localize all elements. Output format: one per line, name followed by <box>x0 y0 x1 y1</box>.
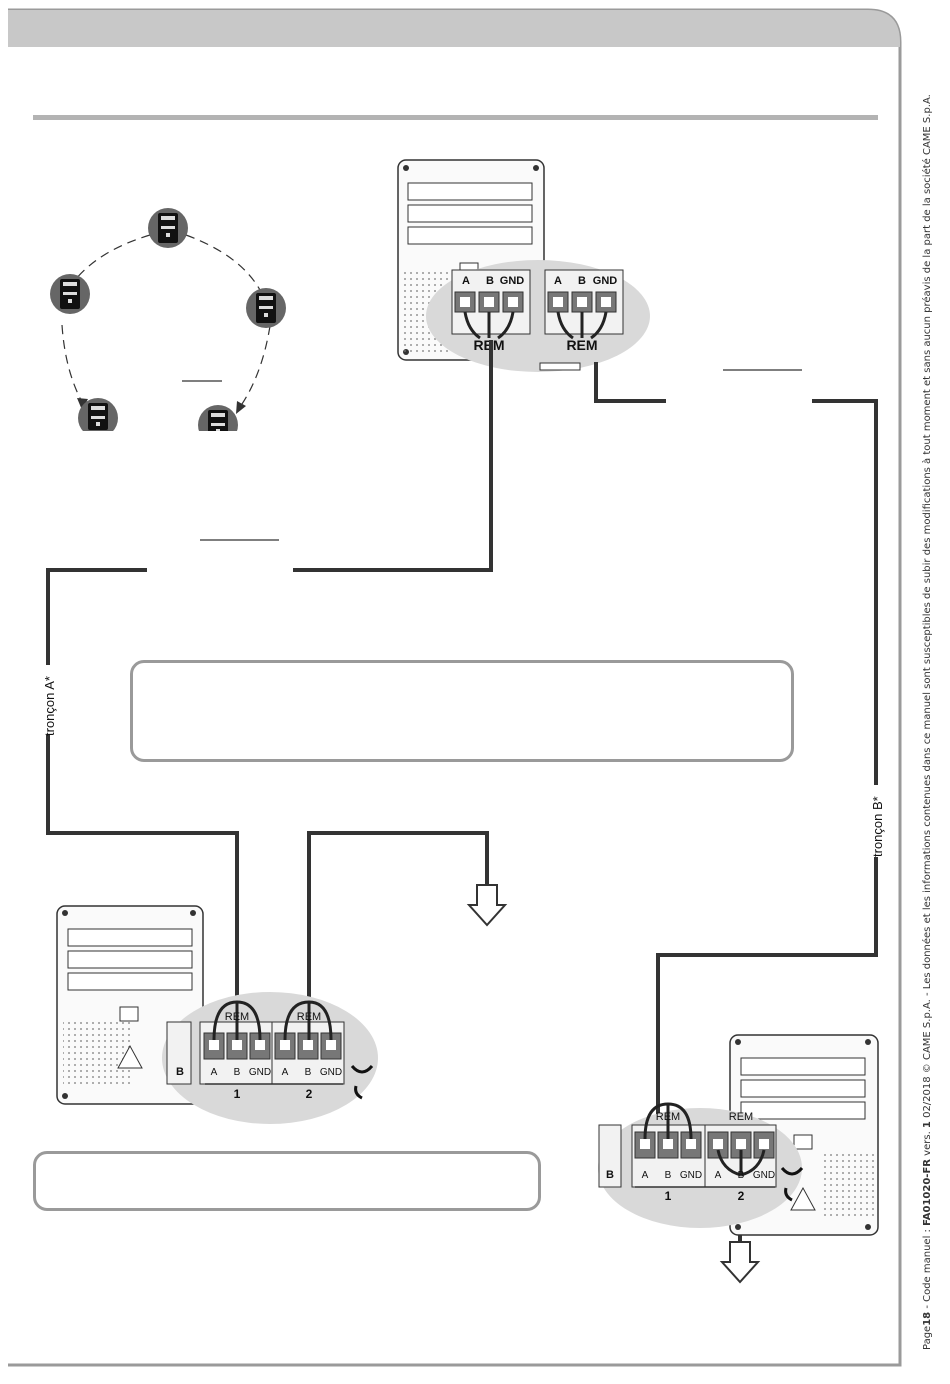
note-box <box>33 1151 541 1211</box>
group-label: REM <box>729 1111 753 1123</box>
hazard-icon <box>790 1186 816 1211</box>
footer-disclaimer: 02/2018 © CAME S.p.A. - Les données et l… <box>922 94 933 1122</box>
footer-page-number: 18 <box>922 1311 933 1326</box>
group-label: REM <box>225 1011 249 1023</box>
terminal-label: B <box>738 1170 745 1181</box>
group-label: REM <box>656 1111 680 1123</box>
group-label: REM <box>297 1011 321 1023</box>
segment-a-label: tronçon A* <box>42 676 57 736</box>
arrow-down-icon <box>466 884 508 927</box>
arrow-down-icon <box>719 1241 761 1284</box>
loop-diagram <box>61 234 271 414</box>
terminal-label: A <box>554 275 562 287</box>
header-bar <box>8 10 900 47</box>
top-zoom-bubble <box>426 260 650 372</box>
footer-code-prefix: - Code manuel : <box>922 1225 933 1312</box>
side-label: B <box>606 1169 614 1181</box>
terminal-label: A <box>462 275 470 287</box>
control-unit-icon <box>148 208 188 248</box>
port-number: 2 <box>306 1087 313 1101</box>
terminal-label: GND <box>320 1067 342 1078</box>
footer-text: Page18 - Code manuel : FA01020-FR vers. … <box>922 94 933 1350</box>
control-unit-icon <box>246 288 286 328</box>
control-unit-icon <box>50 274 90 314</box>
section-rule <box>33 115 878 120</box>
port-number: 1 <box>234 1087 241 1101</box>
terminal-label: B <box>665 1170 672 1181</box>
note-box <box>130 660 794 762</box>
hazard-icon <box>117 1044 143 1069</box>
port-number: 1 <box>665 1189 672 1203</box>
terminal-label: B <box>578 275 586 287</box>
terminal-label: B <box>234 1067 241 1078</box>
terminal-label: A <box>282 1067 289 1078</box>
footer-version: 1 <box>922 1121 933 1129</box>
bottom-right-zoom-bubble <box>598 1102 804 1228</box>
terminal-label: A <box>715 1170 722 1181</box>
terminal-label: GND <box>500 275 525 287</box>
side-label: B <box>176 1066 184 1078</box>
terminal-label: B <box>486 275 494 287</box>
footer-manual-code: FA01020-FR <box>922 1159 933 1226</box>
footer-version-prefix: vers. <box>922 1128 933 1159</box>
terminal-label: GND <box>680 1170 702 1181</box>
tamper-switch-icon <box>793 1134 813 1150</box>
terminal-label: GND <box>593 275 618 287</box>
terminal-label: GND <box>753 1170 775 1181</box>
terminal-label: GND <box>249 1067 271 1078</box>
terminal-label: A <box>211 1067 218 1078</box>
footer-page-prefix: Page <box>922 1325 933 1350</box>
port-number: 2 <box>738 1189 745 1203</box>
terminal-label: A <box>642 1170 649 1181</box>
page-frame <box>8 8 902 1367</box>
group-label: REM <box>566 337 597 353</box>
segment-b-label: tronçon B* <box>870 796 885 857</box>
terminal-label: B <box>305 1067 312 1078</box>
bottom-left-zoom-bubble <box>162 992 378 1124</box>
control-unit-icon <box>78 398 118 438</box>
tamper-switch-icon <box>119 1006 139 1022</box>
